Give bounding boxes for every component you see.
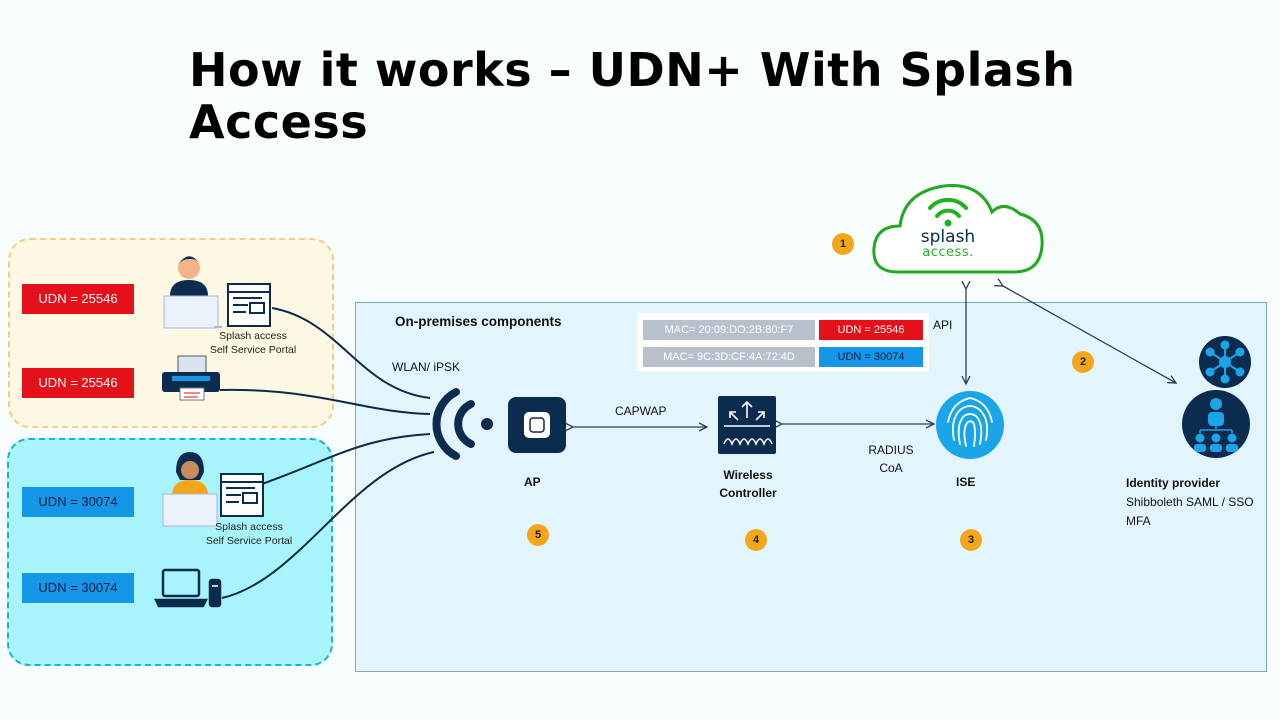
- printer-icon: [162, 355, 220, 401]
- portal-label-2-line-2: Self Service Portal: [205, 535, 293, 547]
- splash-access-cloud-icon: [872, 184, 1044, 274]
- udn-badge-printer: UDN = 25546: [22, 368, 134, 398]
- idp-mfa: MFA: [1126, 514, 1151, 528]
- wlc-label-line-1: Wireless: [723, 468, 773, 482]
- portal-label-1-line-2: Self Service Portal: [209, 344, 297, 356]
- mac-udn-2: UDN = 30074: [819, 347, 923, 367]
- wireless-signal-icon: [432, 388, 493, 460]
- self-service-portal-icon: [227, 283, 271, 327]
- step-5-badge: 5: [527, 524, 549, 546]
- user-man-icon: [163, 256, 222, 329]
- mac-udn-1: UDN = 25546: [819, 320, 923, 340]
- udn-badge-laptop: UDN = 30074: [22, 573, 134, 603]
- portal-label-2: Splash access Self Service Portal: [192, 520, 306, 548]
- access-point-icon: [508, 397, 566, 453]
- radius-label: RADIUS: [868, 443, 914, 457]
- step-1-badge: 1: [832, 233, 854, 255]
- self-service-portal-icon-2: [220, 473, 264, 517]
- device-connection-lines: [219, 307, 435, 599]
- identity-users-icon: [1182, 390, 1250, 458]
- wlan-label: WLAN/ iPSK: [392, 360, 461, 374]
- cloud-brand-splash: splash: [920, 227, 976, 247]
- onprem-title: On-premises components: [395, 314, 562, 329]
- identity-network-icon: [1199, 336, 1251, 388]
- mac-address-1: MAC= 20:09:DO:2B:80:F7: [643, 320, 815, 340]
- link-user2-to-ap: [261, 433, 431, 485]
- idp-protocols: Shibboleth SAML / SSO: [1126, 495, 1254, 509]
- api-label: API: [933, 318, 953, 332]
- coa-label: CoA: [879, 461, 903, 475]
- mac-udn-table: MAC= 20:09:DO:2B:80:F7 UDN = 25546 MAC= …: [637, 313, 929, 371]
- idp-title: Identity provider: [1126, 476, 1221, 490]
- link-printer-to-ap: [219, 388, 431, 415]
- idp-label: Identity provider Shibboleth SAML / SSO …: [1126, 474, 1254, 531]
- step-3-badge: 3: [960, 529, 982, 551]
- ap-label: AP: [524, 475, 541, 489]
- link-user1-to-ap: [271, 307, 431, 399]
- portal-label-1: Splash access Self Service Portal: [196, 329, 310, 357]
- ise-fingerprint-icon: [936, 391, 1004, 459]
- step-2-badge: 2: [1072, 351, 1094, 373]
- cloud-brand-access: access.: [922, 245, 974, 260]
- blue-udn-group: [7, 438, 333, 666]
- udn-badge-user-1: UDN = 25546: [22, 284, 134, 314]
- capwap-label: CAPWAP: [615, 404, 667, 418]
- slide-title: How it works – UDN+ With Splash Access: [189, 43, 1076, 149]
- user-woman-icon: [162, 452, 218, 527]
- wlc-label: Wireless Controller: [708, 466, 788, 502]
- step-4-badge: 4: [745, 529, 767, 551]
- portal-label-1-line-1: Splash access: [219, 330, 287, 342]
- link-laptop-to-ap: [221, 451, 435, 599]
- idp-arrow: [1003, 286, 1176, 383]
- wlc-label-line-2: Controller: [719, 486, 777, 500]
- laptop-icon: [153, 568, 222, 608]
- ise-label: ISE: [956, 475, 976, 489]
- mac-address-2: MAC= 9C:3D:CF:4A:72:4D: [643, 347, 815, 367]
- udn-badge-user-2: UDN = 30074: [22, 487, 134, 517]
- wireless-controller-icon: [718, 396, 776, 454]
- radius-coa-label: RADIUS CoA: [860, 441, 922, 477]
- portal-label-2-line-1: Splash access: [215, 521, 283, 533]
